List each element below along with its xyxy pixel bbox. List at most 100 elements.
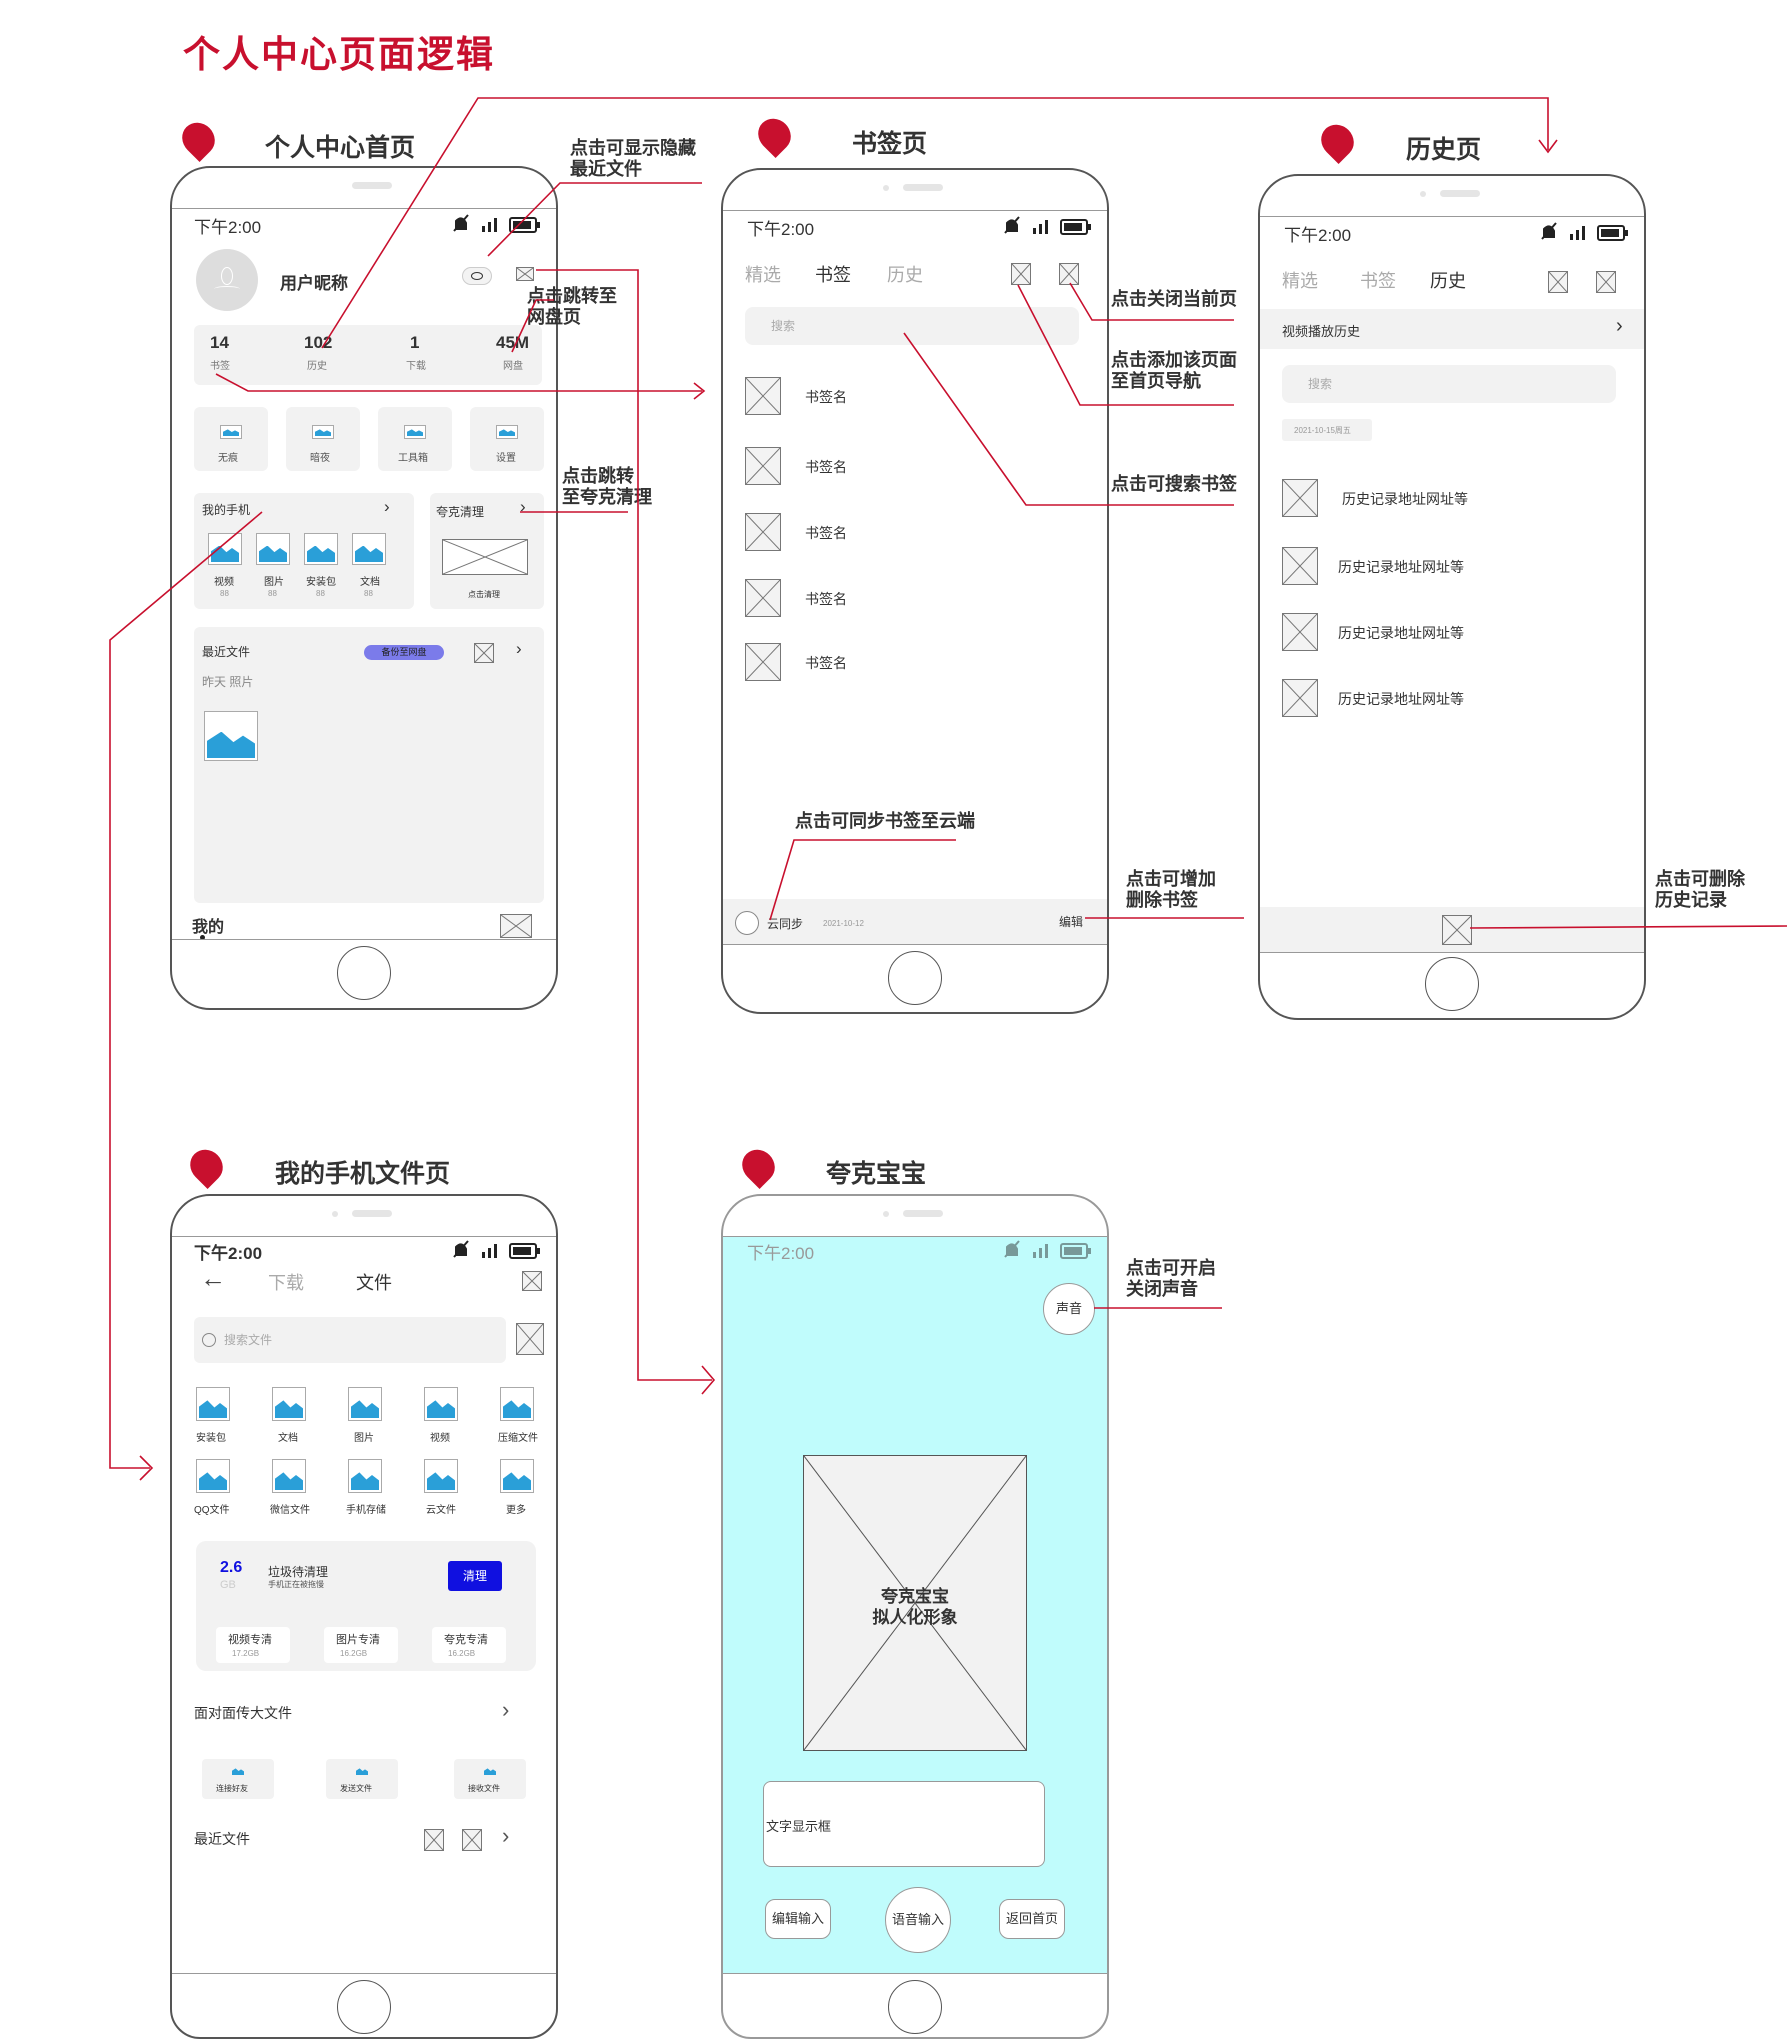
tab-featured[interactable]: 精选 [745,265,781,285]
search-input[interactable]: 搜索 [1282,365,1616,403]
close-icon[interactable] [474,643,494,663]
stat-value[interactable]: 14 [210,333,229,352]
history-item[interactable]: 历史记录地址网址等 [1342,491,1468,507]
file-type-icon[interactable] [424,1459,458,1493]
quark-clean-card[interactable]: 夸克清理 › 点击清理 [430,493,544,609]
close-page-icon[interactable] [1596,271,1616,293]
myphone-card[interactable]: 我的手机 › 视频 88 图片 88 安装包 88 文档 88 [194,493,414,609]
sound-toggle-button[interactable]: 声音 [1043,1283,1095,1335]
history-thumb[interactable] [1282,679,1318,717]
bookmark-thumb[interactable] [745,643,781,681]
bookmark-item[interactable]: 书签名 [805,525,847,541]
home-button[interactable] [337,1980,391,2034]
chevron-right-icon[interactable]: › [520,497,526,516]
home-button[interactable] [1425,957,1479,1011]
stat-value[interactable]: 102 [304,333,333,352]
add-nav-icon[interactable] [1011,263,1031,285]
bookmark-thumb[interactable] [745,377,781,415]
back-arrow-icon[interactable]: ← [200,1263,226,1293]
home-button[interactable] [888,951,942,1005]
image-icon[interactable] [304,533,338,565]
recent-files-title[interactable]: 最近文件 [194,1831,250,1847]
bookmark-thumb[interactable] [745,447,781,485]
shortcut-toolbox[interactable]: 工具箱 [378,407,452,471]
edit-button[interactable]: 编辑 [1059,915,1084,929]
file-type-icon[interactable] [424,1387,458,1421]
history-item[interactable]: 历史记录地址网址等 [1338,559,1464,575]
history-thumb[interactable] [1282,547,1318,585]
chevron-right-icon[interactable]: › [502,1823,510,1848]
search-input[interactable]: 搜索文件 [194,1317,506,1363]
bookmark-thumb[interactable] [745,579,781,617]
eye-icon[interactable] [462,267,492,285]
bookmark-item[interactable]: 书签名 [805,655,847,671]
tab-featured[interactable]: 精选 [1282,271,1318,291]
file-type-icon[interactable] [196,1387,230,1421]
tab-bookmark[interactable]: 书签 [1360,271,1396,291]
chevron-right-icon[interactable]: › [384,497,390,516]
sync-toggle[interactable] [735,911,759,935]
receive-file-button[interactable]: 接收文件 [454,1759,526,1799]
chevron-right-icon[interactable]: › [502,1697,510,1722]
sync-label[interactable]: 云同步 [767,917,804,931]
file-type-icon[interactable] [348,1387,382,1421]
history-item[interactable]: 历史记录地址网址等 [1338,691,1464,707]
connect-friend-button[interactable]: 连接好友 [202,1759,274,1799]
quark-avatar-placeholder[interactable]: 夸克宝宝 拟人化形象 [803,1455,1027,1751]
photo-thumbnail[interactable] [204,711,258,761]
bookmark-item[interactable]: 书签名 [805,591,847,607]
netdisk-icon[interactable] [516,267,534,281]
bookmark-item[interactable]: 书签名 [805,389,847,405]
image-icon[interactable] [208,533,242,565]
avatar[interactable] [196,249,258,311]
search-input[interactable]: 搜索 [745,307,1079,345]
cleaner-quark[interactable]: 夸克专清 16.2GB [432,1627,506,1663]
file-type-icon[interactable] [272,1459,306,1493]
edit-input-button[interactable]: 编辑输入 [765,1899,831,1939]
cleaner-video[interactable]: 视频专清 17.2GB [216,1627,290,1663]
stat-value[interactable]: 45M [496,333,530,352]
clean-button[interactable]: 清理 [448,1561,502,1591]
file-type-icon[interactable] [500,1387,534,1421]
home-button[interactable] [888,1980,942,2034]
transfer-title[interactable]: 面对面传大文件 [194,1705,292,1721]
voice-input-button[interactable]: 语音输入 [885,1887,951,1953]
tab-download[interactable]: 下载 [268,1273,304,1293]
shortcut-night[interactable]: 暗夜 [286,407,360,471]
menu-icon[interactable] [522,1271,542,1291]
shortcut-incognito[interactable]: 无痕 [194,407,268,471]
delete-history-icon[interactable] [1442,915,1472,945]
tab-files[interactable]: 文件 [356,1273,392,1293]
nickname[interactable]: 用户昵称 [280,274,348,293]
tab-history[interactable]: 历史 [887,265,923,285]
grid-icon[interactable] [462,1829,482,1851]
chevron-right-icon[interactable]: › [516,639,522,658]
back-home-button[interactable]: 返回首页 [999,1899,1065,1939]
add-nav-icon[interactable] [1548,271,1568,293]
stat-value[interactable]: 1 [410,333,420,352]
tab-icon[interactable] [500,914,532,938]
tab-bookmark[interactable]: 书签 [815,265,851,285]
bottom-tab-mine[interactable]: 我的 [192,919,225,936]
home-button[interactable] [337,946,391,1000]
video-history-row[interactable]: 视频播放历史 › [1260,309,1644,349]
history-item[interactable]: 历史记录地址网址等 [1338,625,1464,641]
file-type-icon[interactable] [348,1459,382,1493]
scan-icon[interactable] [516,1323,544,1355]
backup-button[interactable]: 备份至网盘 [364,645,444,660]
image-icon[interactable] [256,533,290,565]
bookmark-item[interactable]: 书签名 [805,459,847,475]
list-icon[interactable] [424,1829,444,1851]
send-file-button[interactable]: 发送文件 [326,1759,398,1799]
tab-history[interactable]: 历史 [1430,271,1466,291]
shortcut-settings[interactable]: 设置 [470,407,544,471]
file-type-icon[interactable] [196,1459,230,1493]
close-page-icon[interactable] [1059,263,1079,285]
file-type-icon[interactable] [272,1387,306,1421]
cleaner-image[interactable]: 图片专清 16.2GB [324,1627,398,1663]
clean-button[interactable]: 点击清理 [468,590,500,599]
image-icon[interactable] [352,533,386,565]
file-type-icon[interactable] [500,1459,534,1493]
chevron-right-icon[interactable]: › [1616,315,1623,337]
history-thumb[interactable] [1282,479,1318,517]
